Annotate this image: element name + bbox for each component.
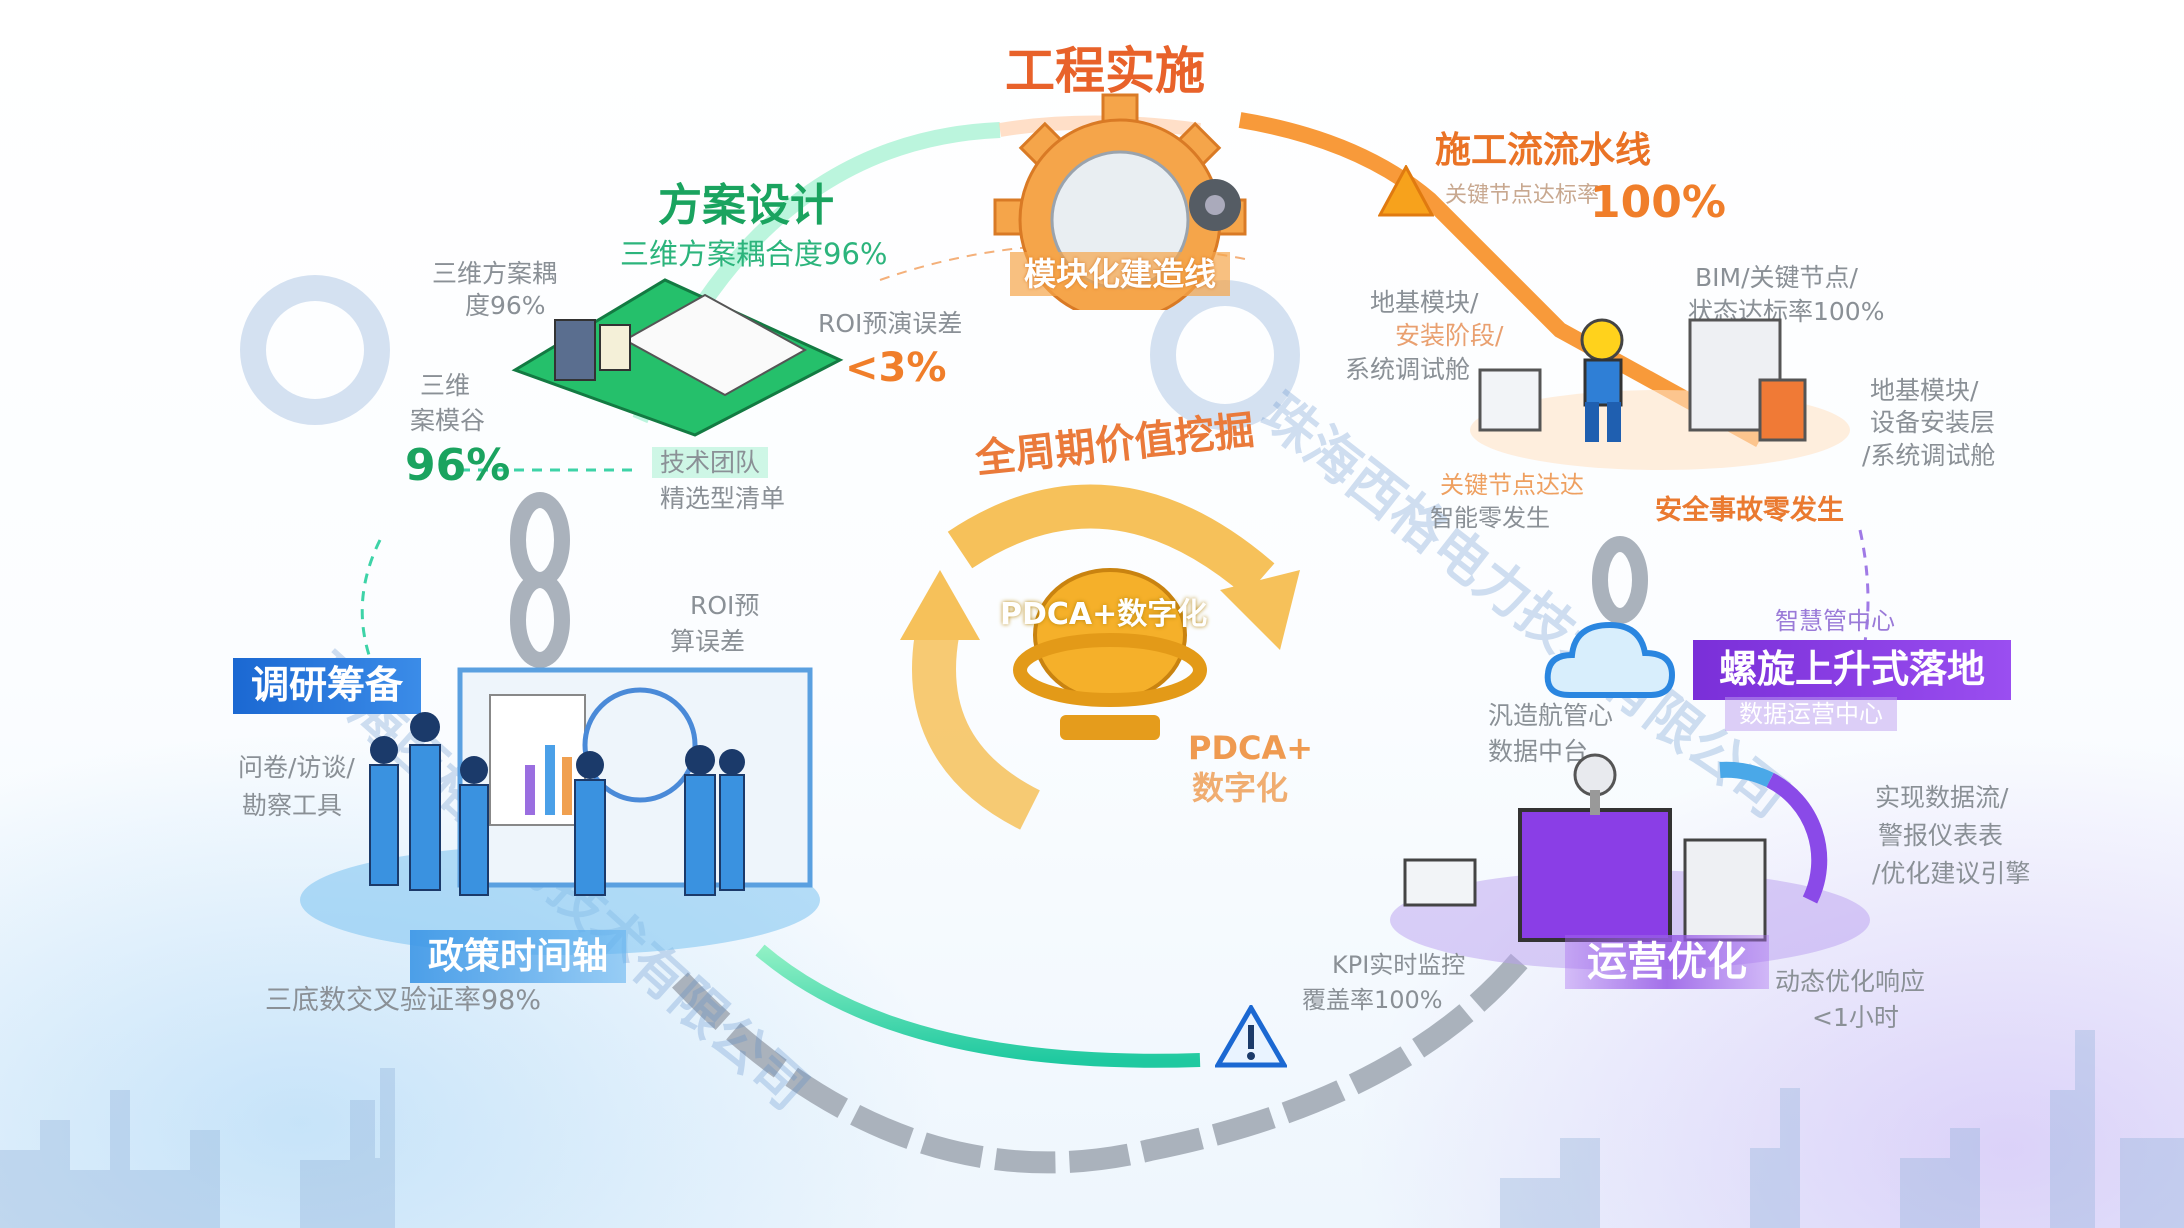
design-title: 方案设计: [658, 180, 834, 231]
response-note-2: <1小时: [1812, 1003, 1899, 1032]
pipeline-metric-label: 关键节点达标率: [1445, 183, 1600, 208]
bim-note-line1: BIM/关键节点/: [1695, 263, 1858, 292]
engineering-right-note-2: 设备安装层: [1870, 408, 1996, 437]
design-left-note-2: 案模谷: [410, 406, 486, 435]
smart-center-label: 智慧管中心: [1775, 607, 1895, 635]
design-roi-value: <3%: [845, 345, 947, 391]
design-gray-note-1: 三维方案耦: [432, 259, 558, 288]
operations-title: 运营优化: [1565, 935, 1769, 989]
engineering-title: 工程实施: [1005, 42, 1205, 100]
engineering-right-note-3: /系统调试舱: [1862, 441, 1996, 470]
design-metric: 三维方案耦合度96%: [620, 237, 888, 271]
research-title: 调研筹备: [233, 658, 422, 714]
realtime-note-1: 实现数据流/: [1875, 783, 2009, 812]
policy-timeline-label: 政策时间轴: [410, 930, 627, 983]
pipeline-title: 施工流流水线: [1435, 130, 1652, 171]
chain-icon: [510, 492, 1648, 1174]
data-platform-2: 数据中台: [1488, 737, 1589, 766]
research-roi-1: ROI预: [690, 591, 760, 620]
design-left-value: 96%: [405, 440, 511, 491]
operations-equipment-illustration: [1390, 753, 1870, 970]
design-team-note-1: 技术团队: [652, 447, 769, 479]
kpi-note-2: 覆盖率100%: [1302, 986, 1443, 1014]
safety-note: 安全事故零发生: [1655, 495, 1844, 526]
warning-triangle-icon: [1378, 165, 1434, 217]
realtime-note-3: /优化建议引擎: [1872, 859, 2031, 888]
warning-triangle-icon: [1215, 1005, 1287, 1068]
engineering-left-note-1: 地基模块/: [1370, 288, 1479, 317]
realtime-note-2: 警报仪表表: [1878, 821, 2004, 850]
design-gray-note-2: 度96%: [465, 291, 546, 320]
engineering-right-note-1: 地基模块/: [1870, 376, 1979, 405]
research-tools-2: 勘察工具: [242, 791, 343, 820]
key-nodes-line1: 关键节点达达: [1440, 471, 1584, 499]
center-side-label-1: PDCA+: [1188, 729, 1314, 767]
pipeline-metric-value: 100%: [1590, 177, 1726, 228]
watermark-logo-left: [240, 275, 390, 425]
data-platform-1: 汎造航管心: [1488, 701, 1614, 730]
research-team-illustration: [300, 667, 820, 955]
research-roi-2: 算误差: [670, 627, 746, 656]
response-note-1: 动态优化响应: [1775, 967, 1926, 996]
data-ops-center: 数据运营中心: [1725, 697, 1897, 731]
design-roi-label: ROI预演误差: [818, 309, 963, 338]
cycle-arrows-icon: [900, 484, 1300, 830]
design-platform-illustration: [511, 278, 844, 437]
center-side-label-2: 数字化: [1192, 769, 1289, 807]
research-verify-note: 三底数交叉验证率98%: [265, 985, 542, 1016]
kpi-note-1: KPI实时监控: [1332, 951, 1466, 979]
design-left-note-1: 三维: [420, 371, 471, 400]
cloud-icon: [1544, 621, 1676, 698]
design-team-note-2: 精选型清单: [660, 484, 786, 513]
city-skyline-illustration: [0, 1030, 2184, 1228]
gear-label: 模块化建造线: [1010, 252, 1231, 296]
key-nodes-line2: 智能零发生: [1430, 504, 1550, 532]
core-label: PDCA+数字化: [1000, 597, 1208, 632]
engineering-left-note-3: 系统调试舱: [1345, 355, 1471, 384]
engineering-left-note-2: 安装阶段/: [1395, 321, 1504, 350]
research-tools-1: 问卷/访谈/: [238, 753, 355, 782]
construction-worker-illustration: [1470, 318, 1850, 470]
spiral-landing-banner: 螺旋上升式落地: [1693, 640, 2012, 700]
